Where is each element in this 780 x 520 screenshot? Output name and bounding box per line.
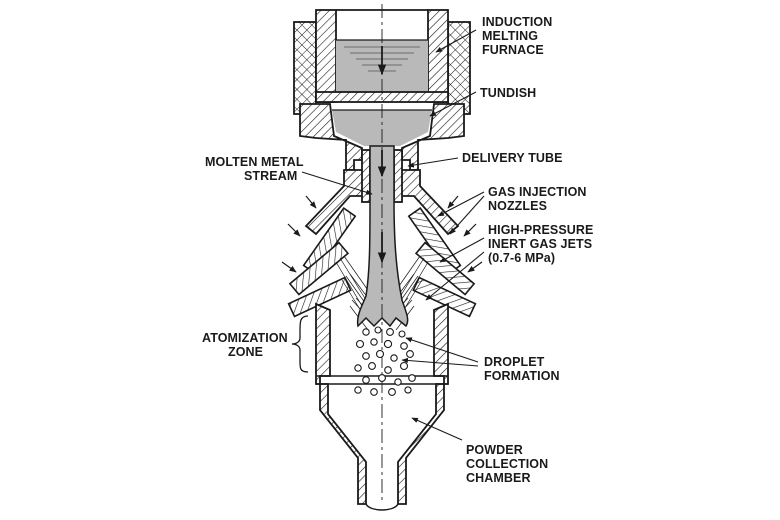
label-gas-jets-line3: (0.7-6 MPa) xyxy=(488,251,555,265)
delivery-tube-wall-left xyxy=(361,149,371,203)
label-delivery-tube: DELIVERY TUBE xyxy=(462,151,563,165)
label-chamber-line1: POWDER xyxy=(466,443,523,457)
tundish xyxy=(299,103,465,171)
delivery-tube-wall-right xyxy=(393,149,403,203)
tundish-body-left xyxy=(299,103,363,171)
droplets xyxy=(354,326,416,396)
label-gas-jets-line1: HIGH-PRESSURE xyxy=(488,223,593,237)
label-gas-nozzles-line1: GAS INJECTION xyxy=(488,185,587,199)
label-gas-jets: HIGH-PRESSURE INERT GAS JETS (0.7-6 MPa) xyxy=(488,223,597,265)
label-atomization-zone: ATOMIZATION ZONE xyxy=(202,331,291,359)
label-furnace-line3: FURNACE xyxy=(482,43,544,57)
label-droplet-line2: FORMATION xyxy=(484,369,560,383)
label-droplet: DROPLET FORMATION xyxy=(484,355,560,383)
atomization-zone-brace xyxy=(291,315,309,373)
label-chamber: POWDER COLLECTION CHAMBER xyxy=(466,443,552,485)
label-molten-stream-line1: MOLTEN METAL xyxy=(205,155,304,169)
label-gas-nozzles: GAS INJECTION NOZZLES xyxy=(488,185,590,213)
outlet-pipe xyxy=(365,503,399,511)
induction-coil-right xyxy=(447,21,471,115)
label-molten-stream: MOLTEN METAL STREAM xyxy=(205,155,307,183)
nozzle-left-lower xyxy=(287,276,352,318)
induction-coil-left xyxy=(293,21,317,115)
label-furnace-line1: INDUCTION xyxy=(482,15,552,29)
crucible-wall-left xyxy=(315,9,337,103)
label-tundish: TUNDISH xyxy=(480,86,536,100)
label-gas-jets-line2: INERT GAS JETS xyxy=(488,237,592,251)
leader-lines xyxy=(301,29,485,441)
labels: INDUCTION MELTING FURNACE TUNDISH DELIVE… xyxy=(202,15,597,485)
crucible-wall-right xyxy=(427,9,449,103)
nozzle-left-middle xyxy=(288,241,350,296)
label-molten-stream-line2: STREAM xyxy=(244,169,297,183)
gas-injection-nozzles xyxy=(287,207,477,318)
label-chamber-line2: COLLECTION xyxy=(466,457,548,471)
label-atomization-zone-line1: ATOMIZATION xyxy=(202,331,288,345)
chamber-wall-left xyxy=(315,302,367,505)
nozzle-right-lower xyxy=(412,276,477,318)
label-tundish-line1: TUNDISH xyxy=(480,86,536,100)
nozzle-housing xyxy=(304,149,460,236)
label-gas-nozzles-line2: NOZZLES xyxy=(488,199,547,213)
label-atomization-zone-line2: ZONE xyxy=(228,345,263,359)
gas-inlet-arrows xyxy=(281,195,483,273)
tundish-melt xyxy=(332,110,432,146)
label-droplet-line1: DROPLET xyxy=(484,355,545,369)
label-chamber-line3: CHAMBER xyxy=(466,471,531,485)
label-furnace: INDUCTION MELTING FURNACE xyxy=(482,15,556,57)
label-delivery-tube-line1: DELIVERY TUBE xyxy=(462,151,563,165)
nozzle-right-middle xyxy=(414,241,476,296)
label-furnace-line2: MELTING xyxy=(482,29,538,43)
